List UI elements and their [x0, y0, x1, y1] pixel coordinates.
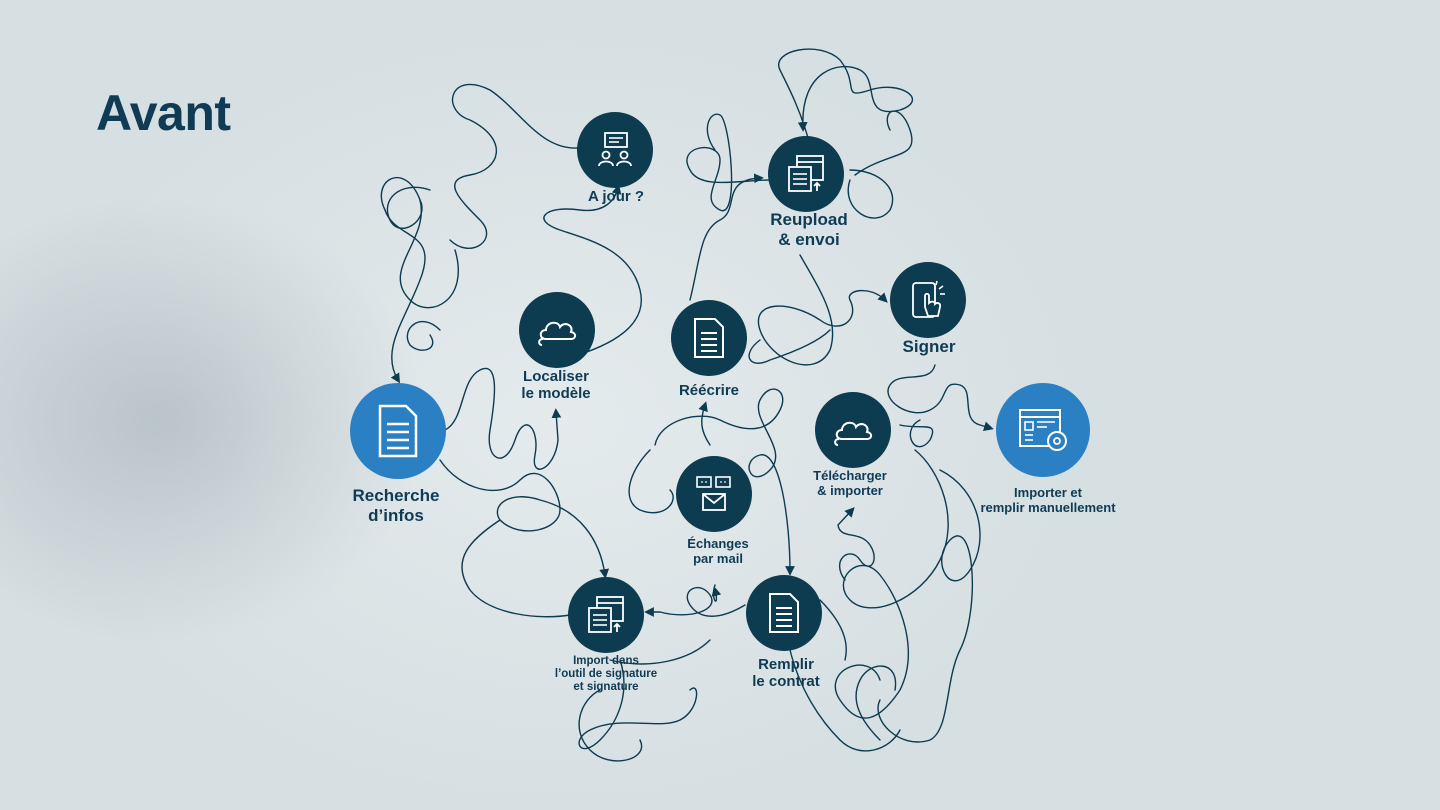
label-reupload: Reupload & envoi: [770, 210, 848, 249]
node-ajour[interactable]: [577, 112, 653, 188]
label-signer: Signer: [902, 337, 956, 356]
cloud-icon: [834, 421, 873, 446]
node-localiser[interactable]: [519, 292, 595, 368]
label-localiser: Localiser le modèle: [521, 368, 591, 403]
document-icon: [378, 404, 418, 458]
node-recherche[interactable]: [350, 383, 446, 479]
page-title: Avant: [96, 85, 231, 141]
node-reupload[interactable]: [768, 136, 844, 212]
label-remplir: Remplir le contrat: [752, 656, 820, 691]
upload-document-icon: [588, 596, 624, 633]
node-reecrire[interactable]: [671, 300, 747, 376]
label-echanges: Échanges par mail: [687, 536, 749, 566]
document-icon: [769, 593, 799, 633]
mail-chat-icon: [696, 476, 731, 511]
path-to-recherche: [380, 177, 459, 384]
label-import-signature: Import dans l’outil de signature et sign…: [554, 655, 658, 694]
label-importer: Importer et remplir manuellement: [980, 485, 1116, 515]
document-icon: [694, 318, 724, 358]
node-telecharger[interactable]: [815, 392, 891, 468]
node-signer[interactable]: [890, 262, 966, 338]
node-import-signature[interactable]: [568, 577, 644, 653]
people-chat-icon: [598, 132, 632, 167]
node-remplir[interactable]: [746, 575, 822, 651]
cloud-icon: [538, 321, 577, 346]
node-echanges[interactable]: [676, 456, 752, 532]
node-importer[interactable]: [996, 383, 1090, 477]
label-telecharger: Télécharger & importer: [813, 468, 887, 498]
touch-sign-icon: [912, 280, 945, 318]
upload-document-icon: [788, 155, 824, 192]
label-ajour: A jour ?: [587, 188, 645, 205]
label-reecrire: Réécrire: [678, 382, 740, 399]
label-recherche: Recherche d’infos: [352, 486, 440, 525]
form-settings-icon: [1019, 409, 1067, 451]
